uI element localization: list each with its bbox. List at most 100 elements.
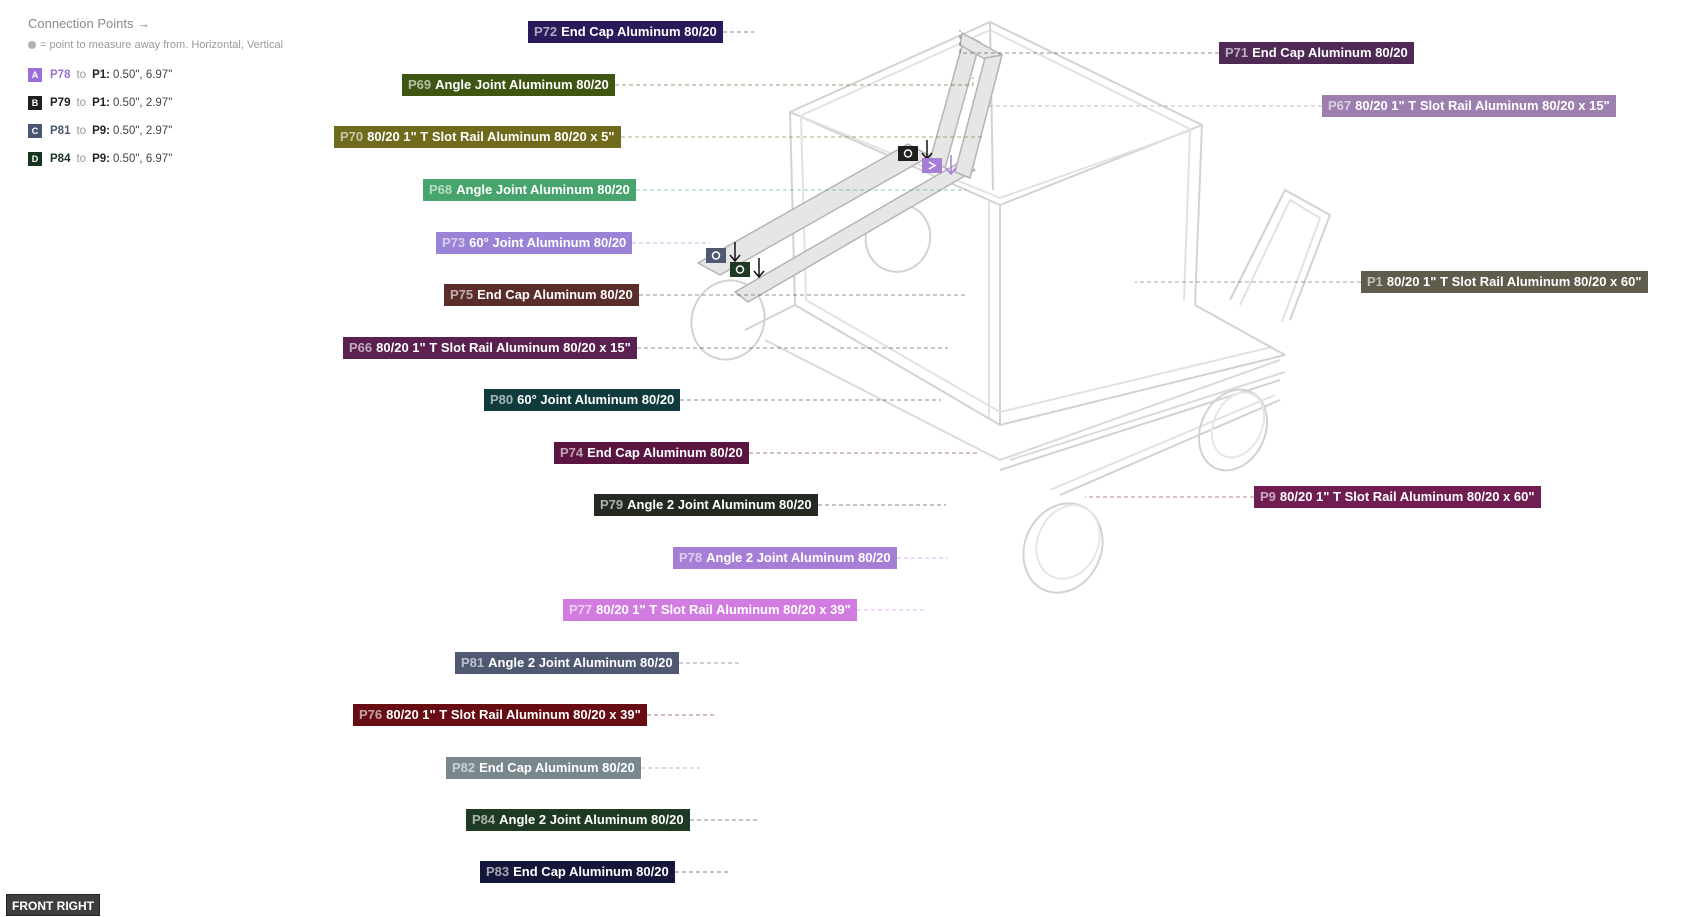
view-label: FRONT RIGHT (6, 894, 100, 916)
part-name: Angle 2 Joint Aluminum 80/20 (627, 497, 812, 512)
legend-values: 0.50", 2.97" (112, 125, 173, 137)
part-name: 80/20 1" T Slot Rail Aluminum 80/20 x 15… (1355, 98, 1610, 113)
part-name: 60° Joint Aluminum 80/20 (517, 392, 675, 407)
connection-marker-d (730, 258, 765, 279)
part-name: Angle 2 Joint Aluminum 80/20 (488, 655, 673, 670)
legend-to: to (76, 125, 87, 137)
part-id: P9 (1260, 489, 1276, 504)
connection-markers (706, 140, 957, 279)
leader-line-p67 (989, 105, 1322, 107)
part-id: P67 (1328, 98, 1352, 113)
part-id: P77 (569, 602, 593, 617)
part-id: P83 (486, 864, 510, 879)
part-name: 80/20 1" T Slot Rail Aluminum 80/20 x 15… (376, 340, 631, 355)
legend-part-id: P78 (50, 69, 71, 81)
legend-to: to (76, 69, 87, 81)
legend-target: P9: (92, 153, 110, 165)
measure-point-dot-icon (28, 41, 36, 49)
legend-badge: A (28, 68, 42, 82)
connection-marker-b (898, 140, 933, 161)
legend-target: P1: (92, 97, 110, 109)
cart-frame-drawing (690, 21, 1331, 594)
leader-line-p68 (636, 189, 967, 191)
part-name: End Cap Aluminum 80/20 (561, 24, 717, 39)
legend-row: B P79 to P1:0.50", 2.97" (28, 89, 283, 117)
legend-to: to (76, 97, 87, 109)
part-id: P75 (450, 287, 474, 302)
legend-values: 0.50", 6.97" (112, 69, 173, 81)
part-name: End Cap Aluminum 80/20 (587, 445, 743, 460)
part-id: P71 (1225, 45, 1249, 60)
leader-lines (615, 30, 1361, 873)
legend-values: 0.50", 2.97" (112, 97, 173, 109)
part-id: P74 (560, 445, 584, 460)
part-name: End Cap Aluminum 80/20 (477, 287, 633, 302)
part-name: Angle 2 Joint Aluminum 80/20 (706, 550, 891, 565)
part-name: Angle 2 Joint Aluminum 80/20 (499, 812, 684, 827)
part-name: 80/20 1" T Slot Rail Aluminum 80/20 x 39… (596, 602, 851, 617)
part-name: Angle Joint Aluminum 80/20 (435, 77, 609, 92)
part-id: P80 (490, 392, 514, 407)
part-id: P78 (679, 550, 703, 565)
part-id: P69 (408, 77, 432, 92)
connection-marker-a (922, 155, 957, 176)
part-id: P84 (472, 812, 496, 827)
part-id: P76 (359, 707, 383, 722)
leader-line-p69 (615, 77, 974, 86)
legend-part-id: P79 (50, 97, 71, 109)
leader-line-p71 (959, 30, 1219, 54)
part-name: 80/20 1" T Slot Rail Aluminum 80/20 x 60… (1279, 489, 1535, 504)
part-id: P1 (1367, 274, 1383, 289)
connection-points-legend: Connection Points → = point to measure a… (28, 16, 283, 173)
part-name: 60° Joint Aluminum 80/20 (469, 235, 627, 250)
legend-note-text: = point to measure away from. Horizontal… (40, 39, 284, 51)
part-name: End Cap Aluminum 80/20 (1252, 45, 1408, 60)
legend-row: C P81 to P9:0.50", 2.97" (28, 117, 283, 145)
part-name: End Cap Aluminum 80/20 (513, 864, 669, 879)
legend-title: Connection Points → (28, 16, 151, 31)
part-name: 80/20 1" T Slot Rail Aluminum 80/20 x 5" (367, 129, 615, 144)
part-name: 80/20 1" T Slot Rail Aluminum 80/20 x 39… (386, 707, 641, 722)
legend-badge: C (28, 124, 42, 138)
legend-target: P1: (92, 69, 110, 81)
legend-badge: D (28, 152, 42, 166)
part-name: 80/20 1" T Slot Rail Aluminum 80/20 x 60… (1386, 274, 1642, 289)
part-name: End Cap Aluminum 80/20 (479, 760, 635, 775)
legend-part-id: P81 (50, 125, 71, 137)
part-id: P82 (452, 760, 476, 775)
part-id: P68 (429, 182, 453, 197)
part-id: P81 (461, 655, 485, 670)
legend-values: 0.50", 6.97" (112, 153, 173, 165)
legend-target: P9: (92, 125, 110, 137)
part-id: P72 (534, 24, 558, 39)
legend-badge: B (28, 96, 42, 110)
connection-marker-c (706, 242, 741, 263)
part-id: P79 (600, 497, 624, 512)
part-id: P66 (349, 340, 373, 355)
part-id: P73 (442, 235, 466, 250)
legend-to: to (76, 153, 87, 165)
